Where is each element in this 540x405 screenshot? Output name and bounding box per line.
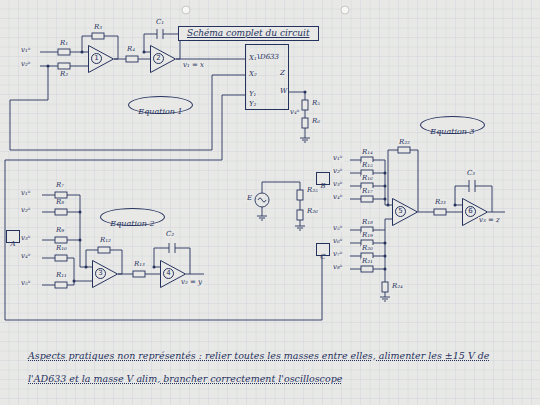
component-label: R₁₀ — [55, 245, 68, 252]
component-label: R₁₆ — [361, 175, 374, 182]
pin-name: Z — [279, 70, 286, 77]
component-label: R₁₅ — [361, 162, 374, 169]
opamp-outline — [93, 261, 118, 288]
wire — [176, 59, 245, 60]
opamp-triangle: 1 — [88, 45, 114, 73]
component-label: R₇ — [55, 182, 65, 189]
component-label: R₃ — [93, 24, 103, 31]
component-label: C₃ — [466, 170, 476, 177]
pin-name: Y₂ — [248, 101, 257, 108]
signal-name: v₅ᵘ — [332, 225, 344, 232]
title-text: Schéma complet du circuit — [178, 26, 319, 41]
component-label: R₁₁ — [55, 272, 68, 279]
signal-name: v₄ᵘ — [20, 253, 32, 260]
signal-name: v₅ᵘ — [20, 280, 32, 287]
opamp-triangle: 5 — [392, 198, 418, 226]
signal-name: v₂ᵘ — [332, 168, 344, 175]
chip-name: AD633 — [255, 53, 279, 62]
pin-name: X₁ — [248, 55, 258, 62]
signal-name: v₁ᵘ — [20, 190, 32, 197]
equation-oval: Equation 2 — [100, 208, 165, 226]
box-text: Equation 3 — [430, 127, 474, 137]
component-label: R₁ — [59, 40, 69, 47]
box-text: Equation 1 — [138, 107, 182, 117]
opamp-number: 3 — [95, 268, 106, 279]
component-label: R₂₃ — [434, 199, 447, 206]
signal-name: v₈ᵘ — [332, 264, 344, 271]
signal-name: v₇ᵘ — [332, 251, 344, 258]
box-text: C — [320, 253, 325, 262]
component-label: R₁₄ — [361, 149, 374, 156]
signal-name: v₆ᵘ — [332, 238, 344, 245]
opamp-number: 4 — [163, 268, 174, 279]
opamp-outline — [393, 199, 418, 226]
component-label: R₁₇ — [361, 188, 374, 195]
component-label: R₆ — [311, 118, 321, 125]
opamp-triangle: 3 — [92, 260, 118, 288]
pin-name: X₂ — [248, 71, 258, 78]
signal-name: v₃ᵘ — [332, 181, 344, 188]
equation-oval: Equation 1 — [128, 96, 193, 114]
component-label: R₂₁ — [361, 258, 374, 265]
component-label: R₂₅ — [306, 187, 319, 194]
connector-box: C — [316, 243, 330, 256]
component-label: R₂ — [59, 71, 69, 78]
component-label: R₅ — [311, 100, 321, 107]
opamp-number: 1 — [91, 53, 102, 64]
signal-name: v₂ᵘ — [20, 207, 32, 214]
component-label: R₄ — [126, 46, 136, 53]
signal-name: v₃ᵘ — [20, 235, 32, 242]
pin-name: Y₁ — [248, 91, 257, 98]
signal-name: v₁ᵘ — [332, 155, 344, 162]
opamp-outline — [151, 46, 176, 73]
signal-name: v₁ᵘ — [20, 47, 32, 54]
component-label: R₂₆ — [306, 208, 319, 215]
component-label: R₉ — [55, 227, 65, 234]
equation-oval: Equation 3 — [420, 116, 485, 134]
component-label: C₁ — [155, 19, 165, 26]
signal-name: E — [246, 195, 253, 202]
signal-name: v₂ = y — [180, 279, 203, 286]
connector-box: A — [6, 230, 20, 243]
component-label: R₁₉ — [361, 232, 374, 239]
component-label: R₂₂ — [398, 139, 411, 146]
box-text: Equation 2 — [110, 219, 154, 229]
signal-name: v₄ᵘ — [289, 109, 301, 116]
connector-box: B — [316, 172, 330, 185]
signal-name: v₂ᵘ — [20, 61, 32, 68]
component-label: R₈ — [55, 199, 65, 206]
signal-name: v₄ᵘ — [332, 194, 344, 201]
signal-name: v₃ = z — [478, 217, 501, 224]
box-text: A — [10, 240, 15, 249]
component-label: R₁₂ — [99, 237, 112, 244]
opamp-outline — [89, 46, 114, 73]
component-label: R₁₃ — [133, 261, 146, 268]
box-text: B — [320, 182, 325, 191]
opamp-triangle: 2 — [150, 45, 176, 73]
caption-note: Aspects pratiques non représentés : reli… — [28, 344, 520, 390]
opamp-number: 5 — [395, 206, 406, 217]
pin-name: W — [279, 88, 288, 95]
opamp-number: 2 — [153, 53, 164, 64]
signal-name: v₁ = x — [182, 62, 205, 69]
component-label: C₂ — [165, 231, 175, 238]
component-label: R₂₄ — [391, 283, 404, 290]
component-label: R₁₈ — [361, 219, 374, 226]
component-label: R₂₀ — [361, 245, 374, 252]
opamp-number: 6 — [465, 206, 476, 217]
